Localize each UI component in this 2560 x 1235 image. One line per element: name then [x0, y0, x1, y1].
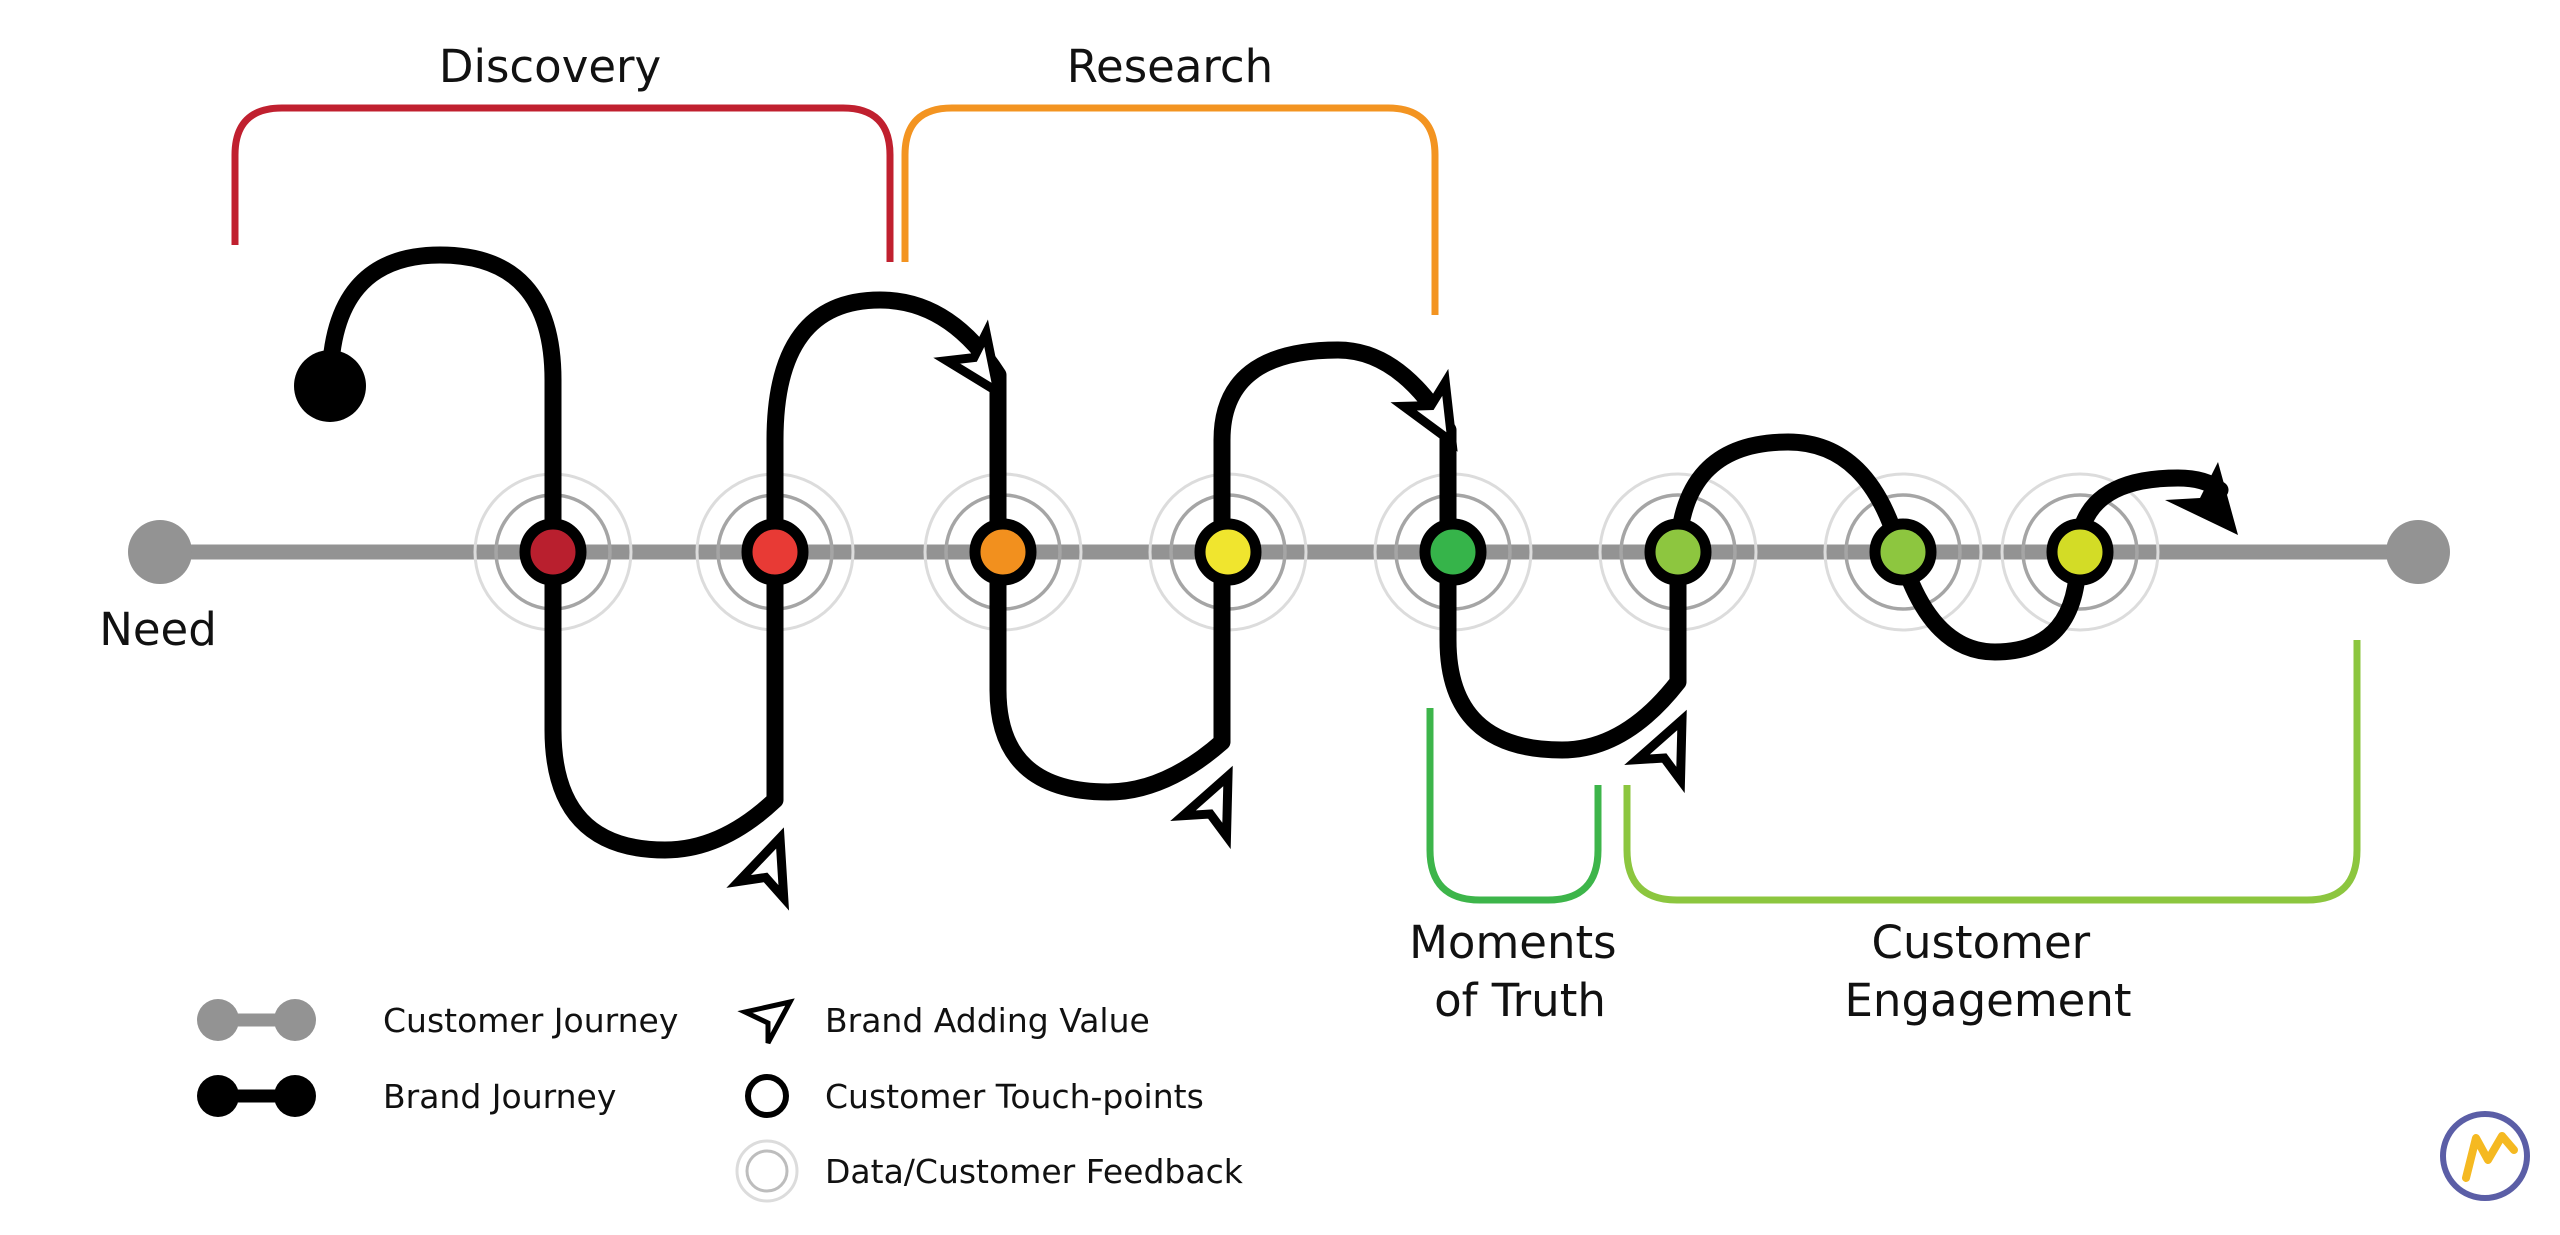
legend: Customer Journey Brand Journey Brand Add…	[197, 998, 1244, 1203]
feedback-ring	[2000, 472, 2160, 632]
logo-ring	[2440, 1111, 2530, 1201]
brand-journey-swatch-dot	[197, 1075, 239, 1117]
customer-engagement-label: Customer Engagement	[1844, 916, 2131, 1027]
moments-of-truth-bracket	[1426, 708, 1602, 904]
legend-data-feedback-label: Data/Customer Feedback	[825, 1152, 1244, 1191]
logo-mark	[2462, 1132, 2518, 1182]
legend-customer-journey: Customer Journey	[197, 999, 678, 1041]
research-label: Research	[1067, 40, 1273, 93]
touchpoint-2	[741, 518, 809, 586]
feedback-ring	[1844, 493, 1962, 611]
legend-brand-journey: Brand Journey	[197, 1075, 616, 1117]
legend-brand-journey-label: Brand Journey	[383, 1077, 616, 1116]
touchpoint-5	[1419, 518, 1487, 586]
legend-customer-touchpoints-label: Customer Touch-points	[825, 1077, 1204, 1116]
discovery-label: Discovery	[439, 40, 661, 93]
legend-brand-adding-value-label: Brand Adding Value	[825, 1001, 1150, 1040]
customer-engagement-line-1: Customer	[1872, 916, 2091, 969]
moments-of-truth-line-2: of Truth	[1434, 974, 1606, 1027]
marketo-logo-icon	[2440, 1111, 2530, 1201]
feedback-ring	[1823, 472, 1983, 632]
touchpoint-3	[969, 518, 1037, 586]
customer-engagement-line-2: Engagement	[1844, 974, 2131, 1027]
touchpoint-1	[519, 518, 587, 586]
legend-customer-touchpoints: Customer Touch-points	[745, 1074, 1204, 1118]
discovery-bracket	[231, 104, 894, 262]
end-arrowhead	[2165, 462, 2238, 535]
legend-data-feedback: Data/Customer Feedback	[735, 1139, 1244, 1203]
customer-engagement-bracket	[1623, 640, 2361, 904]
touchpoint-6	[1644, 518, 1712, 586]
brand-adding-value-arrow	[947, 333, 1018, 406]
touchpoint-4	[1194, 518, 1262, 586]
research-bracket	[901, 104, 1439, 315]
customer-touchpoints	[519, 518, 2114, 586]
touchpoint-7	[1869, 518, 1937, 586]
feedback-icon-outer	[735, 1139, 799, 1203]
legend-customer-journey-label: Customer Journey	[383, 1001, 678, 1040]
brand-adding-value-arrow	[1183, 766, 1250, 836]
moments-of-truth-line-1: Moments	[1409, 916, 1617, 969]
moments-of-truth-label: Moments of Truth	[1409, 916, 1631, 1027]
touchpoint-8	[2046, 518, 2114, 586]
brand-adding-value-arrow	[739, 830, 803, 898]
touchpoint-icon	[745, 1074, 789, 1118]
customer-journey-swatch-dot	[274, 999, 316, 1041]
journey-end-endpoint	[2386, 520, 2450, 584]
need-endpoint	[128, 520, 192, 584]
feedback-ring	[2021, 493, 2139, 611]
customer-journey-swatch-dot	[197, 999, 239, 1041]
brand-adding-value-icon	[737, 998, 795, 1045]
brand-journey-path	[321, 246, 2229, 859]
brand-journey-swatch-dot	[274, 1075, 316, 1117]
legend-brand-adding-value: Brand Adding Value	[737, 998, 1150, 1045]
need-label: Need	[99, 603, 217, 656]
brand-journey-start-dot	[294, 350, 366, 422]
feedback-icon-inner	[745, 1149, 789, 1193]
